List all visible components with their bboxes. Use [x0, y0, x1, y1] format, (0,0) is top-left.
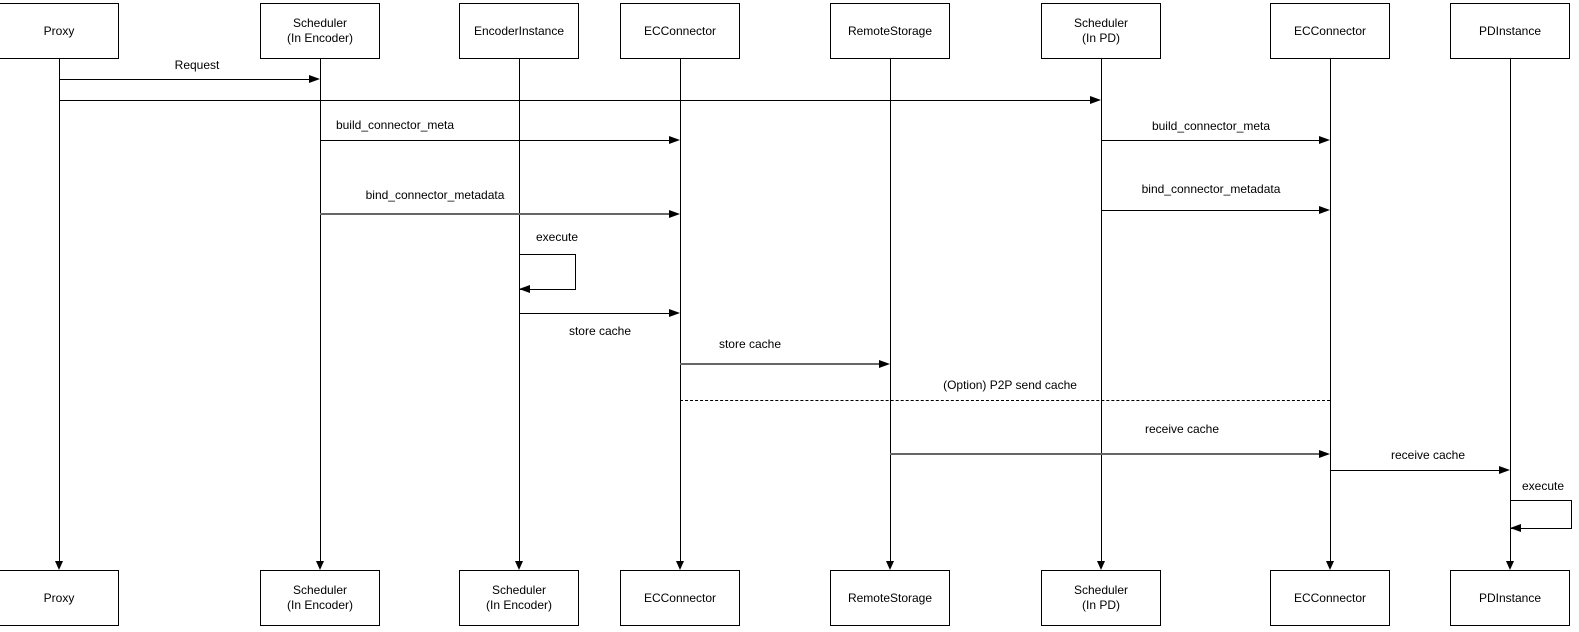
participant-label: Proxy [43, 590, 75, 605]
lifeline-end-arrowhead-icon [315, 561, 324, 570]
lifeline-proxy [58, 59, 60, 561]
lifeline-end-arrowhead-icon [514, 561, 523, 570]
message-line-request [59, 78, 311, 80]
participant-top-remote-storage: RemoteStorage [830, 3, 950, 59]
participant-bottom-proxy: Proxy [0, 570, 119, 626]
lifeline-end-arrowhead-icon [675, 561, 684, 570]
arrowhead-icon [1090, 95, 1101, 104]
participant-label: Scheduler(In PD) [1073, 583, 1129, 612]
participant-label: Scheduler(In Encoder) [286, 16, 354, 45]
participant-label: Scheduler(In PD) [1073, 16, 1129, 45]
lifeline-end-arrowhead-icon [885, 561, 894, 570]
message-label-request: Request [172, 58, 222, 72]
self-message-loop-execute-pd [1510, 500, 1572, 529]
message-label-p2p-send-cache: (Option) P2P send cache [941, 378, 1079, 392]
participant-label: RemoteStorage [847, 590, 933, 605]
arrowhead-icon [1510, 524, 1521, 532]
participant-label: PDInstance [1478, 23, 1542, 38]
message-label-store-cache-2: store cache [716, 337, 784, 351]
arrowhead-icon [309, 74, 320, 83]
participant-label: ECConnector [643, 590, 717, 605]
message-label-build-connector-meta-encoder: build_connector_meta [333, 118, 457, 132]
message-line-build-connector-meta-encoder [320, 139, 671, 141]
message-label-build-connector-meta-pd: build_connector_meta [1149, 119, 1273, 133]
lifeline-encoder-instance [518, 59, 520, 561]
participant-bottom-remote-storage: RemoteStorage [830, 570, 950, 626]
participant-bottom-ec-connector-1: ECConnector [620, 570, 740, 626]
lifeline-remote-storage [889, 59, 891, 561]
arrowhead-icon [1499, 465, 1510, 474]
message-label-execute-pd: execute [1519, 479, 1567, 493]
message-line-receive-cache-2 [1330, 469, 1501, 471]
message-line-build-connector-meta-pd [1101, 139, 1321, 141]
participant-bottom-scheduler-encoder: Scheduler(In Encoder) [260, 570, 380, 626]
participant-bottom-ec-connector-2: ECConnector [1270, 570, 1390, 626]
participant-top-ec-connector-2: ECConnector [1270, 3, 1390, 59]
participant-top-scheduler-encoder: Scheduler(In Encoder) [260, 3, 380, 59]
message-label-receive-cache-2: receive cache [1388, 448, 1468, 462]
message-label-execute-encoder: execute [533, 230, 581, 244]
arrowhead-icon [669, 135, 680, 144]
participant-bottom-pd-instance: PDInstance [1450, 570, 1570, 626]
participant-label: RemoteStorage [847, 23, 933, 38]
message-line-store-cache-1 [519, 312, 671, 314]
participant-bottom-encoder-instance: Scheduler(In Encoder) [459, 570, 579, 626]
lifeline-end-arrowhead-icon [54, 561, 63, 570]
lifeline-scheduler-encoder [319, 59, 321, 561]
lifeline-end-arrowhead-icon [1096, 561, 1105, 570]
lifeline-ec-connector-1 [679, 59, 681, 561]
self-message-loop-execute-encoder [519, 254, 576, 290]
arrowhead-icon [1319, 449, 1330, 458]
lifeline-pd-instance [1509, 59, 1511, 561]
lifeline-end-arrowhead-icon [1505, 561, 1514, 570]
message-line-p2p-send-cache [680, 399, 1330, 401]
message-line-forward-request [59, 99, 1092, 101]
arrowhead-icon [879, 359, 890, 368]
participant-label: ECConnector [1293, 23, 1367, 38]
arrowhead-icon [669, 209, 680, 218]
message-line-receive-cache-1 [890, 453, 1321, 455]
participant-label: EncoderInstance [473, 23, 565, 38]
participant-label: Proxy [43, 23, 75, 38]
lifeline-scheduler-pd [1100, 59, 1102, 561]
participant-label: Scheduler(In Encoder) [286, 583, 354, 612]
participant-label: ECConnector [643, 23, 717, 38]
arrowhead-icon [669, 308, 680, 317]
participant-label: ECConnector [1293, 590, 1367, 605]
participant-top-encoder-instance: EncoderInstance [459, 3, 579, 59]
message-label-bind-connector-metadata-pd: bind_connector_metadata [1139, 182, 1283, 196]
participant-top-scheduler-pd: Scheduler(In PD) [1041, 3, 1161, 59]
arrowhead-icon [1319, 205, 1330, 214]
message-label-store-cache-1: store cache [566, 324, 634, 338]
message-line-bind-connector-metadata-encoder [320, 213, 671, 215]
lifeline-ec-connector-2 [1329, 59, 1331, 561]
participant-top-ec-connector-1: ECConnector [620, 3, 740, 59]
lifeline-end-arrowhead-icon [1325, 561, 1334, 570]
message-line-store-cache-2 [680, 363, 881, 365]
participant-top-proxy: Proxy [0, 3, 119, 59]
participant-top-pd-instance: PDInstance [1450, 3, 1570, 59]
arrowhead-icon [519, 285, 530, 293]
participant-label: PDInstance [1478, 590, 1542, 605]
participant-label: Scheduler(In Encoder) [485, 583, 553, 612]
arrowhead-icon [1319, 135, 1330, 144]
message-label-bind-connector-metadata-encoder: bind_connector_metadata [363, 188, 507, 202]
participant-bottom-scheduler-pd: Scheduler(In PD) [1041, 570, 1161, 626]
message-label-receive-cache-1: receive cache [1142, 422, 1222, 436]
message-line-bind-connector-metadata-pd [1101, 209, 1321, 211]
